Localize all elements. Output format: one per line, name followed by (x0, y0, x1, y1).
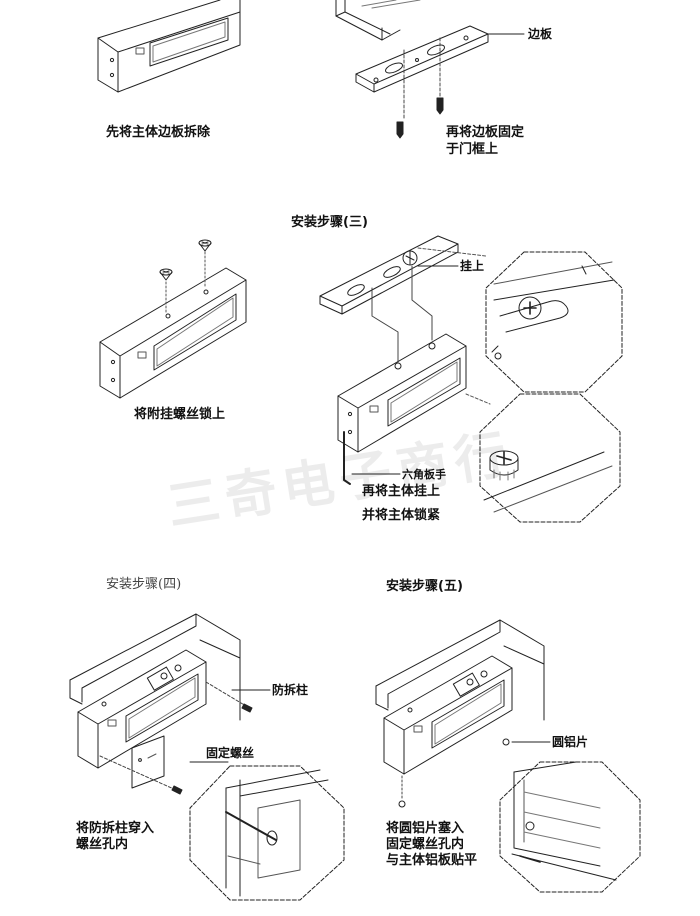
zoom-detail-plate (485, 251, 623, 393)
side-plate-label: 边板 (528, 27, 553, 41)
caption-lock-body: 并将主体锁紧 (362, 508, 441, 523)
round-aluminum-piece-label: 圆铝片 (552, 735, 589, 749)
lock-body-top-left (97, 0, 241, 93)
anti-tamper-post-icon (241, 703, 253, 713)
side-plate-top (355, 25, 489, 93)
hanging-screw-icon (198, 239, 212, 252)
round-aluminum-piece-icon (398, 800, 406, 808)
zoom-detail-screw (479, 393, 621, 523)
door-frame-step4 (69, 613, 241, 721)
caption-insert-post-2: 螺丝孔内 (76, 837, 129, 852)
hex-wrench-label: 六角板手 (402, 468, 446, 481)
fixing-screw-label: 固定螺丝 (206, 746, 255, 760)
screws-top (403, 37, 441, 121)
caption-insert-piece-3: 与主体铝板贴平 (386, 853, 478, 868)
caption-lock-hanging-screw: 将附挂螺丝锁上 (134, 407, 226, 422)
side-plate-step3 (319, 235, 459, 315)
lock-body-step3-right (337, 333, 467, 453)
zoom-detail-step4 (189, 765, 345, 901)
lock-body-step4 (77, 649, 207, 769)
caption-insert-piece-1: 将圆铝片塞入 (386, 821, 465, 836)
door-frame-step5 (375, 619, 545, 721)
leader-to-body-2 (411, 265, 433, 341)
fixing-screw-icon (171, 785, 183, 795)
caption-fix-side-plate-2: 于门框上 (446, 142, 499, 157)
caption-insert-post-1: 将防拆柱穿入 (76, 821, 155, 836)
step3-title: 安装步骤(三) (291, 215, 368, 230)
caption-remove-side-plate: 先将主体边板拆除 (106, 125, 211, 140)
lock-body-step5 (383, 655, 513, 775)
round-aluminum-piece-icon (502, 738, 510, 746)
door-frame-top-right (335, 0, 421, 41)
screw-icon (436, 97, 444, 115)
hang-label: 挂上 (460, 259, 485, 273)
zoom-leader (417, 247, 487, 257)
lock-body-step3-left (99, 251, 247, 399)
post-path (205, 681, 247, 707)
zoom-leader-2 (465, 393, 491, 405)
side-plate-step4 (131, 735, 165, 789)
hanging-screw-icon (159, 268, 173, 281)
screw-path (99, 755, 177, 791)
anti-tamper-post-label: 防拆柱 (272, 683, 309, 697)
step4-title: 安装步骤(四) (106, 577, 182, 592)
step5-title: 安装步骤(五) (386, 579, 463, 594)
screw-icon (396, 121, 404, 139)
caption-hang-body: 再将主体挂上 (362, 484, 441, 499)
caption-insert-piece-2: 固定螺丝孔内 (386, 837, 465, 852)
zoom-detail-step5 (499, 761, 641, 893)
caption-fix-side-plate-1: 再将边板固定 (446, 125, 525, 140)
hex-wrench-icon (343, 431, 351, 485)
leader-to-body (371, 287, 399, 363)
